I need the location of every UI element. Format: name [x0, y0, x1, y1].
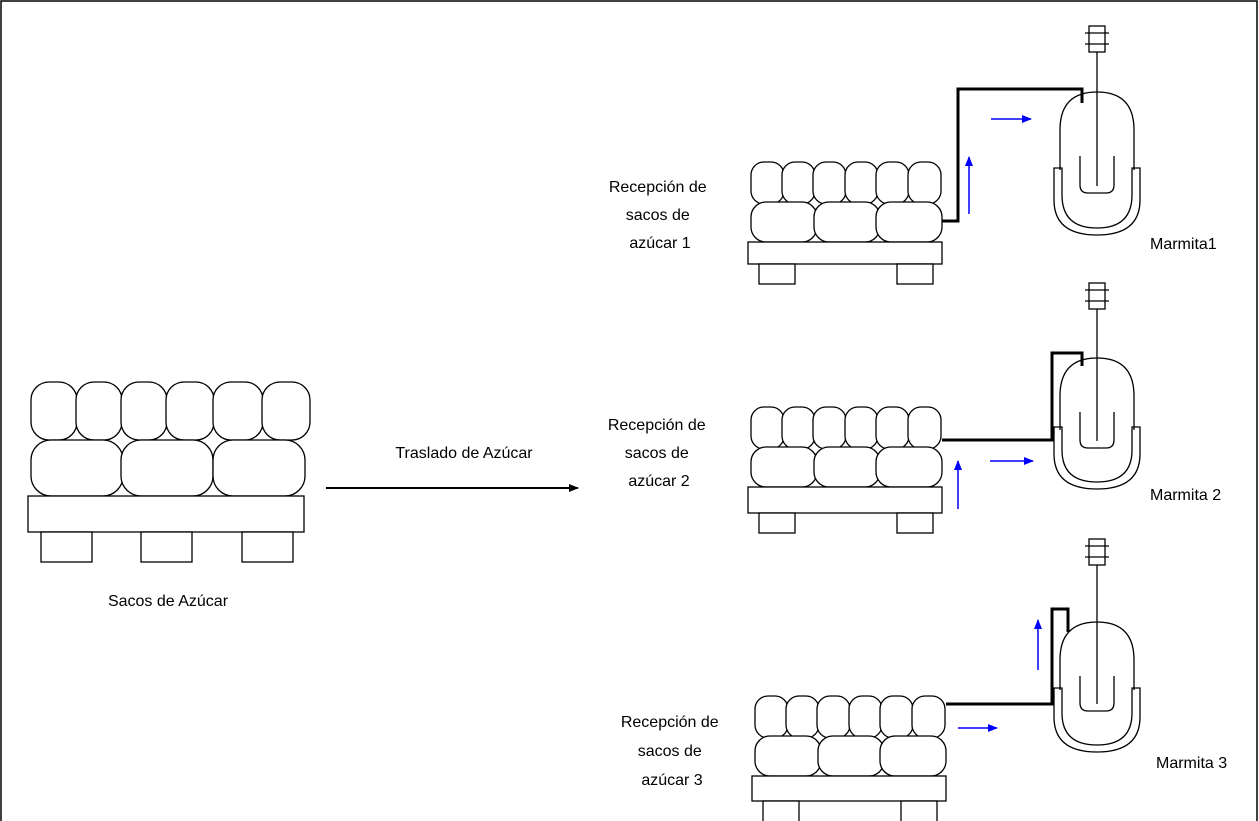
feed-pipe-3	[946, 607, 1070, 706]
feed-pipe-1	[942, 87, 1084, 223]
sugar-bag	[30, 439, 124, 497]
reception-2-stack	[747, 406, 943, 534]
pallet-foot	[241, 531, 294, 563]
reception-1-stack	[747, 161, 943, 285]
sugar-bag	[30, 381, 78, 441]
kettle-2-label: Marmita 2	[1150, 487, 1221, 504]
reception-1-label: Recepción de sacos de azúcar 1	[609, 179, 711, 252]
pallet	[27, 495, 305, 533]
kettle-3	[1053, 538, 1141, 753]
kettle-1-label: Marmita1	[1150, 236, 1217, 253]
sugar-bag	[212, 439, 306, 497]
sugar-bag	[120, 439, 214, 497]
pallet-foot	[40, 531, 93, 563]
sugar-bag	[212, 381, 264, 441]
kettle-1	[1053, 25, 1141, 236]
kettle-3-label: Marmita 3	[1156, 755, 1227, 772]
reception-3-label: Recepción de sacos de azúcar 3	[621, 714, 723, 789]
sugar-bag	[120, 381, 168, 441]
transfer-label: Traslado de Azúcar	[395, 445, 533, 462]
kettle-2	[1053, 282, 1141, 490]
feed-pipe-2	[942, 351, 1084, 442]
source-label: Sacos de Azúcar	[108, 593, 229, 610]
pallet-foot	[140, 531, 193, 563]
source-sugar-stack	[27, 381, 311, 563]
sugar-bag	[165, 381, 215, 441]
sugar-bag	[261, 381, 311, 441]
reception-2-label: Recepción de sacos de azúcar 2	[608, 417, 710, 490]
sugar-bag	[75, 381, 123, 441]
reception-3-stack	[751, 695, 947, 821]
